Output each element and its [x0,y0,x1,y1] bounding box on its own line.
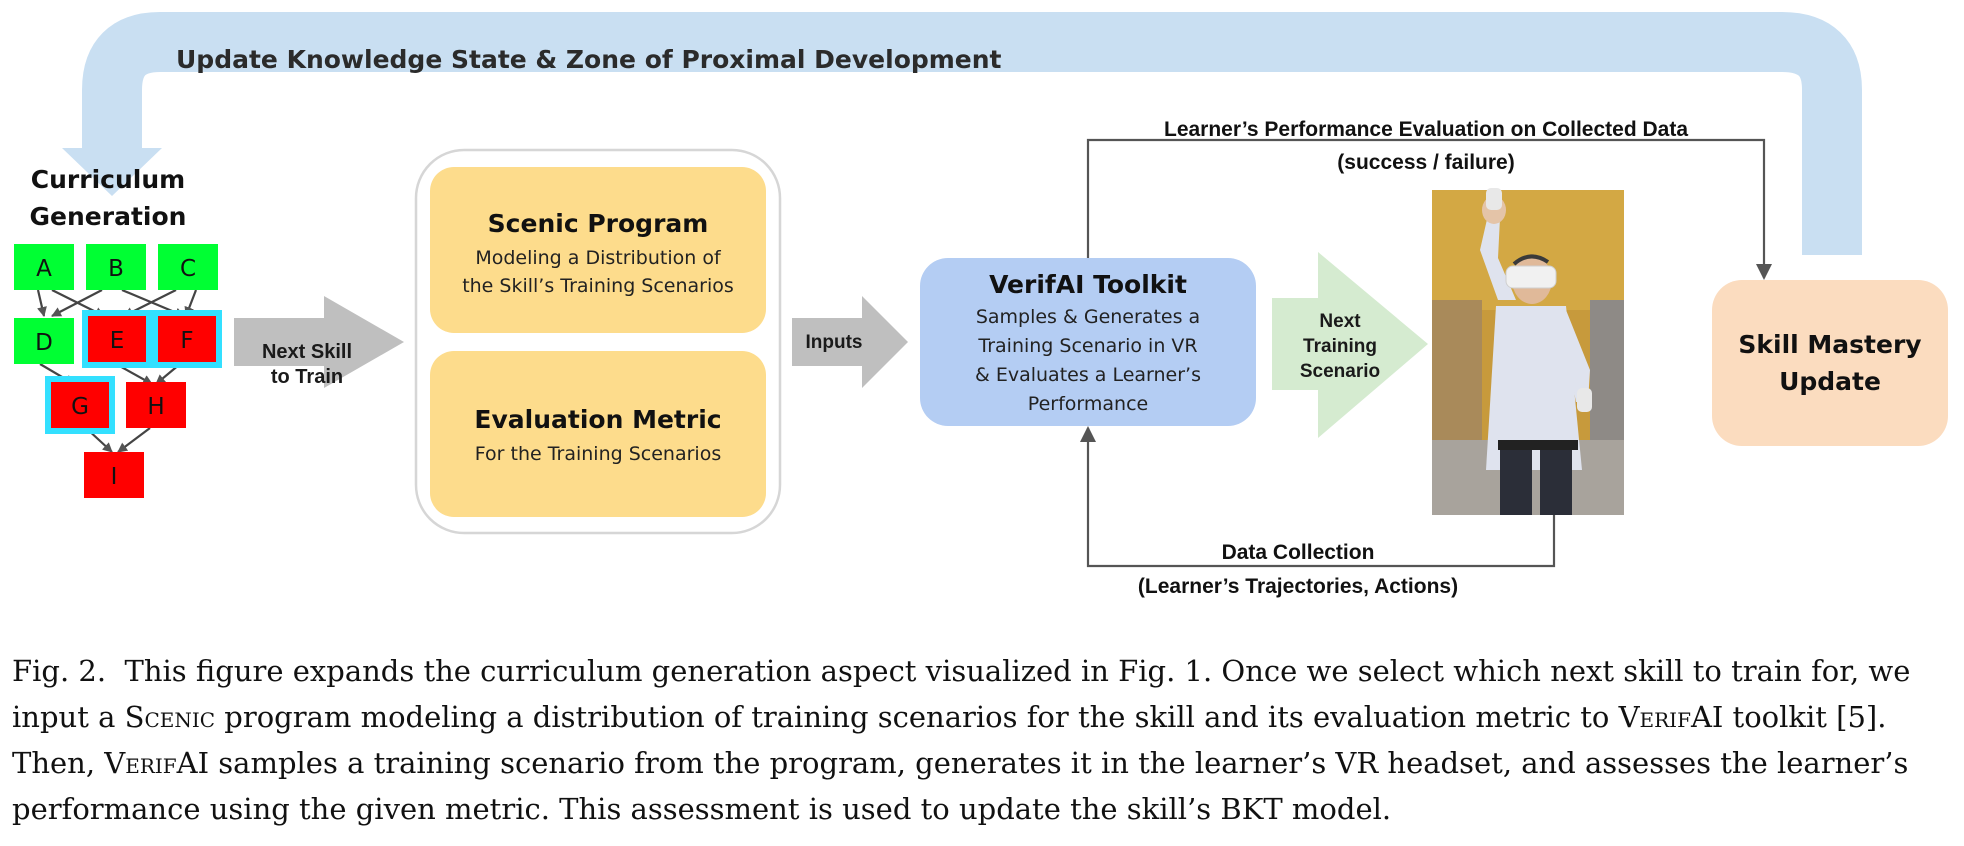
node-d: D [14,318,74,364]
verifai-line2: Training Scenario in VR [977,335,1197,357]
data-collection-connector [1080,426,1556,568]
scenic-program-box: Scenic Program Modeling a Distribution o… [430,167,766,333]
next-skill-arrow: Next Skill to Train [234,296,404,388]
node-a-label: A [36,256,52,282]
caption-text-3a: Then, [12,746,105,780]
verifai-line4: Performance [1028,393,1148,415]
node-d-label: D [35,330,53,356]
figure-caption: Fig. 2. This figure expands the curricul… [12,648,1956,832]
curriculum-title-line1: Curriculum [31,165,185,194]
caption-line-1: Fig. 2. This figure expands the curricul… [12,648,1956,694]
verifai-line1: Samples & Generates a [976,306,1200,328]
evaluation-metric-title: Evaluation Metric [474,405,721,434]
figure-label: Fig. 2. [12,654,107,688]
caption-text-3b: samples a training scenario from the pro… [209,746,1909,780]
node-g: G [51,382,109,428]
learner-vr-photo [1432,188,1624,515]
inputs-label: Inputs [806,332,863,353]
skill-mastery-line1: Skill Mastery [1738,330,1921,359]
next-training-line2: Training [1303,336,1377,357]
scenic-program-title: Scenic Program [488,209,709,238]
feedback-loop-label: Update Knowledge State & Zone of Proxima… [176,45,1002,74]
caption-verifai-2: VerifAI [104,746,210,780]
curriculum-diagram: Update Knowledge State & Zone of Proxima… [14,12,1948,598]
node-g-label: G [71,394,89,420]
node-e: E [88,316,146,362]
caption-scenic: Scenic [124,700,216,734]
next-skill-line2: to Train [271,366,343,388]
verifai-title: VerifAI Toolkit [989,270,1187,299]
scenic-program-line2: the Skill’s Training Scenarios [462,275,734,297]
node-e-label: E [110,328,125,354]
node-h-label: H [147,394,164,420]
caption-text-2c: toolkit [5]. [1723,700,1887,734]
node-i-label: I [111,464,118,490]
scenic-program-line1: Modeling a Distribution of [475,247,722,269]
node-f: F [158,316,216,362]
evaluation-metric-line1: For the Training Scenarios [475,443,721,465]
node-i: I [84,452,144,498]
caption-line-2: input a Scenic program modeling a distri… [12,694,1956,740]
node-b: B [86,244,146,290]
data-collection-line2: (Learner’s Trajectories, Actions) [1138,575,1458,598]
node-c-label: C [180,256,196,282]
verifai-toolkit-box: VerifAI Toolkit Samples & Generates a Tr… [920,258,1256,426]
next-training-line1: Next [1319,311,1361,332]
skill-mastery-line2: Update [1779,367,1881,396]
feedback-loop-arrow [62,12,1862,255]
performance-eval-connector [1086,138,1772,280]
node-a: A [14,244,74,290]
skill-graph: A B C D E F G H [14,244,222,498]
performance-eval-line2: (success / failure) [1337,151,1514,174]
verifai-line3: & Evaluates a Learner’s [975,364,1201,386]
curriculum-title-line2: Generation [30,202,187,231]
next-training-line3: Scenario [1300,361,1380,382]
next-skill-line1: Next Skill [262,341,352,363]
data-collection-line1: Data Collection [1222,541,1375,564]
skill-mastery-box: Skill Mastery Update [1712,280,1948,446]
caption-text-2a: input a [12,700,125,734]
node-b-label: B [108,256,124,282]
node-c: C [158,244,218,290]
evaluation-metric-box: Evaluation Metric For the Training Scena… [430,351,766,517]
caption-verifai: VerifAI [1618,700,1724,734]
caption-line-3: Then, VerifAI samples a training scenari… [12,740,1956,786]
node-f-label: F [180,328,193,354]
caption-text-1: This figure expands the curriculum gener… [124,654,1911,688]
node-h: H [126,382,186,428]
caption-text-2b: program modeling a distribution of train… [215,700,1619,734]
caption-line-4: performance using the given metric. This… [12,792,1392,826]
inputs-arrow: Inputs [792,296,908,388]
performance-eval-line1: Learner’s Performance Evaluation on Coll… [1164,118,1688,141]
next-training-arrow: Next Training Scenario [1272,252,1428,438]
